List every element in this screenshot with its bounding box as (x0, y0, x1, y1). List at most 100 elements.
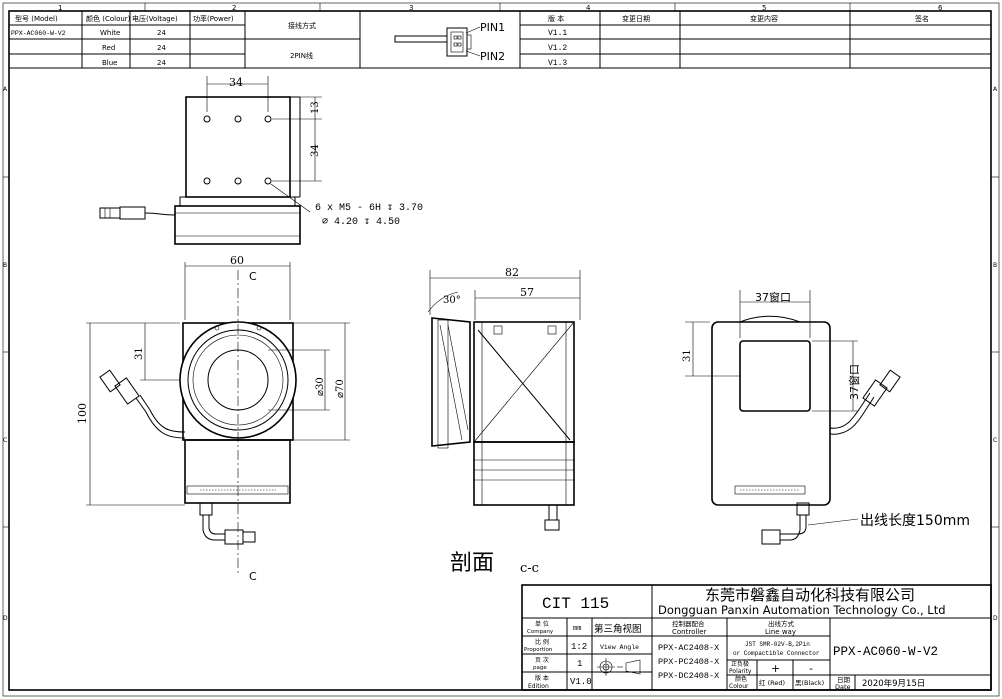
dim-right-center: 31 (682, 349, 693, 362)
front-cable-left (99, 369, 186, 439)
voltage-red: 24 (157, 44, 166, 52)
dim-inner-dia: ⌀30 (315, 377, 326, 396)
edition-label-en: Edition (528, 683, 549, 690)
revision-table: 版 本 变更日期 变更内容 签名 V1.1 V1.2 V1.3 (519, 10, 992, 69)
colour-white: White (100, 29, 120, 37)
dim-side-angle: 30° (443, 295, 461, 306)
dim-front-width: 60 (230, 254, 244, 267)
edition-value: V1.0 (570, 677, 592, 687)
rev-header-sign: 签名 (915, 14, 929, 23)
controller-label: 控制器配合 (672, 619, 705, 628)
side-section-view: 82 57 30° (427, 266, 581, 531)
rev-version-2: V1.2 (548, 44, 567, 53)
page-label-en: page (533, 665, 547, 671)
company-name-en: Dongguan Panxin Automation Technology Co… (658, 603, 946, 617)
dim-window-width: 37窗口 (755, 290, 791, 304)
colour-label: 颜色 (735, 675, 747, 683)
date-value: 2020年9月15日 (862, 678, 925, 689)
dim-side-body: 57 (520, 286, 534, 299)
scale-value: 1:2 (571, 642, 587, 652)
spec-table: 型号 (Model) 颜色 (Colour) 电压(Voltage) 功率(Po… (8, 10, 521, 69)
hole-note-2: ⌀ 4.20 ↧ 4.50 (322, 217, 400, 228)
top-cable (99, 206, 176, 220)
section-mark-top: C (249, 270, 257, 283)
mounting-holes (203, 115, 272, 185)
cable-length-label: 出线长度150mm (860, 513, 970, 529)
row-c-left: C (3, 437, 7, 444)
row-b-right: B (993, 262, 997, 269)
controller-2: PPX-PC2408-X (658, 657, 719, 667)
dim-top-width: 34 (229, 76, 243, 89)
voltage-white: 24 (157, 29, 166, 37)
date-label-en: Date (835, 683, 851, 691)
col-2: 2 (232, 4, 236, 12)
rev-version-3: V1.3 (548, 59, 567, 68)
polarity-label: 正负极 (731, 660, 749, 668)
unit-label: 单 位 (535, 620, 549, 628)
polarity-plus: + (771, 662, 780, 675)
dim-window-height: 37窗口 (847, 364, 861, 400)
voltage-blue: 24 (157, 59, 166, 67)
rev-header-version: 版 本 (548, 14, 564, 23)
controller-3: PPX-DC2408-X (658, 671, 719, 681)
col-1: 1 (58, 4, 62, 12)
col-5: 5 (762, 4, 766, 12)
wiring-value: 2PIN线 (290, 51, 313, 60)
dim-front-center: 31 (134, 347, 145, 360)
section-mark-bottom: C (249, 570, 257, 583)
lineway-spec-2: or Compactible Connector (733, 650, 820, 657)
polarity-minus: - (809, 662, 813, 675)
rev-header-content: 变更内容 (750, 14, 778, 23)
row-b-left: B (3, 262, 7, 269)
rear-view: 37窗口 37窗口 31 出线长度150mm (682, 290, 970, 545)
colour-label-en: Colour (729, 683, 749, 690)
row-a-left: A (3, 86, 8, 93)
lineway-spec-1: JST SMR-02V-B,2Pin (745, 641, 810, 648)
dim-front-height: 100 (76, 403, 89, 424)
row-d-right: D (993, 615, 998, 622)
section-name: c-c (520, 561, 539, 576)
front-view: 60 C C 100 31 ⌀30 ⌀70 (76, 254, 350, 583)
col-6: 6 (938, 4, 943, 12)
view-angle-label: View Angle (600, 644, 639, 651)
pin2-label: PIN2 (480, 50, 505, 63)
rev-version-1: V1.1 (548, 29, 567, 38)
unit-value: mm (573, 625, 581, 633)
edition-label: 版 本 (535, 674, 549, 682)
connector-pin-diagram: PIN1 PIN2 (394, 21, 505, 63)
controller-1: PPX-AC2408-X (658, 643, 719, 653)
top-view: 34 13 34 6 x M5 - 6H ↧ 3.70 ⌀ 4.20 ↧ 4.5… (99, 76, 423, 245)
company-name-cn: 东莞市磐鑫自动化科技有限公司 (705, 586, 915, 604)
dim-side-total: 82 (505, 266, 519, 279)
section-title: 剖面 (450, 551, 494, 576)
hole-note-1: 6 x M5 - 6H ↧ 3.70 (315, 203, 423, 214)
colour-black: 黑(Black) (795, 679, 824, 687)
header-wiring: 接线方式 (288, 21, 316, 30)
header-power: 功率(Power) (193, 14, 234, 23)
dim-outer-dia: ⌀70 (335, 379, 346, 398)
drawing-code: CIT 115 (542, 595, 609, 613)
third-angle-projection-icon (597, 658, 641, 676)
header-voltage: 电压(Voltage) (132, 14, 178, 23)
lineway-label-en: Line way (765, 628, 796, 636)
page-value: 1 (577, 659, 582, 669)
dim-top-h2: 34 (310, 144, 321, 157)
lineway-label: 出线方式 (768, 619, 795, 628)
row-a-right: A (993, 86, 998, 93)
unit-label-en: Company (527, 629, 554, 635)
projection-label: 第三角视图 (594, 623, 642, 635)
colour-blue: Blue (102, 59, 118, 67)
colour-red: 红 (Red) (759, 678, 785, 687)
header-model: 型号 (Model) (15, 14, 58, 23)
model-value: PPX-AC060-W-V2 (11, 30, 66, 37)
polarity-label-en: Polarity (729, 668, 752, 675)
title-block: CIT 115 东莞市磐鑫自动化科技有限公司 Dongguan Panxin A… (521, 584, 992, 691)
controller-label-en: Controller (672, 628, 707, 636)
row-c-right: C (993, 437, 997, 444)
col-3: 3 (409, 4, 413, 12)
grid-markers: 1 2 3 4 5 6 A B C D A B C D (3, 3, 999, 622)
pin1-label: PIN1 (480, 21, 505, 34)
rev-header-date: 变更日期 (622, 14, 650, 23)
part-number: PPX-AC060-W-V2 (833, 645, 938, 659)
